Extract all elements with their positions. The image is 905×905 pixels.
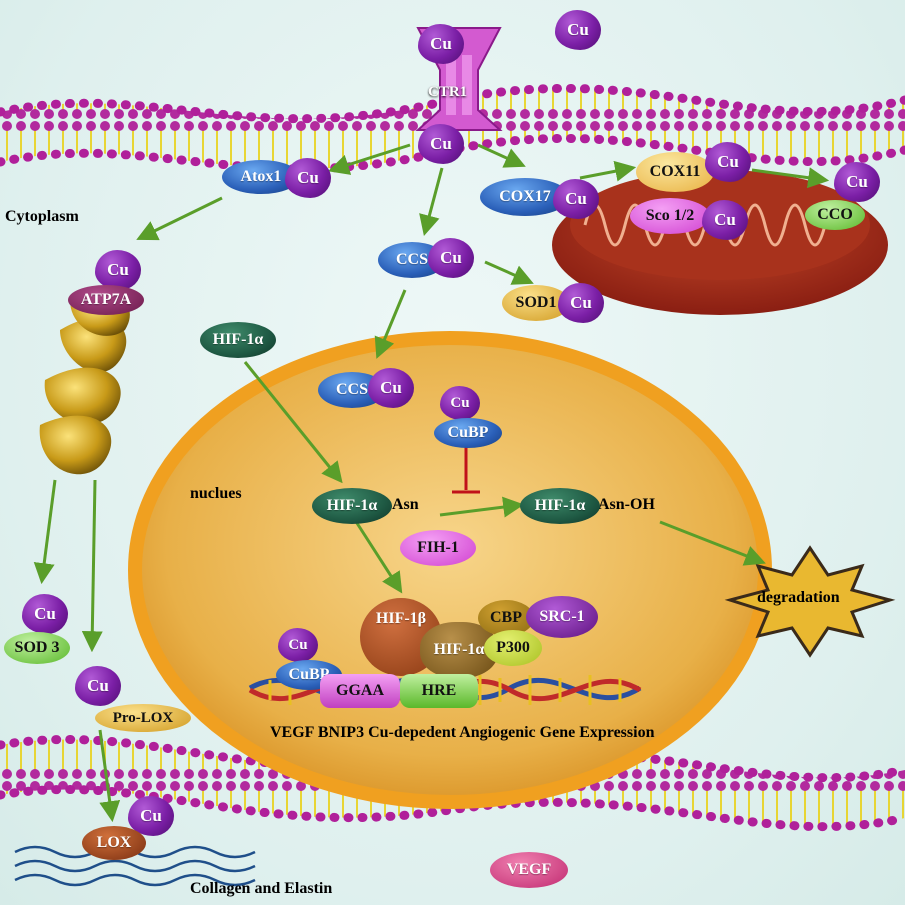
inhibition-mark xyxy=(452,445,480,494)
asn-oh-label: Asn-OH xyxy=(598,496,655,513)
cu-ccs-nucleus: Cu xyxy=(368,368,414,408)
cu-sco: Cu xyxy=(702,200,748,240)
hre-box: HRE xyxy=(400,674,478,708)
ggaa-box: GGAA xyxy=(320,674,400,708)
degradation-star xyxy=(724,545,896,658)
gene-expression-label: VEGF BNIP3 Cu-depedent Angiogenic Gene E… xyxy=(270,724,655,741)
asn-label: Asn xyxy=(392,496,419,513)
cubp-node: CuBP xyxy=(434,418,502,448)
cu-extracellular: Cu xyxy=(555,10,601,50)
cu-ccs: Cu xyxy=(428,238,474,278)
ctr1-label: CTR1 xyxy=(428,84,468,100)
fih1-node: FIH-1 xyxy=(400,530,476,566)
hif1a-cytoplasm: HIF-1α xyxy=(200,322,276,358)
src1-node: SRC-1 xyxy=(526,596,598,638)
cu-atp7a: Cu xyxy=(95,250,141,290)
cu-cytoplasm: Cu xyxy=(418,124,464,164)
cytoplasm-label: Cytoplasm xyxy=(5,208,79,225)
cu-cubp: Cu xyxy=(440,386,480,420)
cco-node: CCO xyxy=(805,200,865,230)
cu-cox11: Cu xyxy=(705,142,751,182)
cu-cco: Cu xyxy=(834,162,880,202)
vegf-node: VEGF xyxy=(490,852,568,888)
prolox-node: Pro-LOX xyxy=(95,704,191,732)
hif1a-asn: HIF-1α xyxy=(312,488,392,524)
collagen-label: Collagen and Elastin xyxy=(190,880,333,897)
cu-atox1: Cu xyxy=(285,158,331,198)
nucleus-label: nuclues xyxy=(190,485,242,502)
cu-sod3: Cu xyxy=(22,594,68,634)
cu-sod1: Cu xyxy=(558,283,604,323)
lox-node: LOX xyxy=(82,826,146,860)
cox17-node: COX17 xyxy=(480,178,570,216)
cu-cubp-dna: Cu xyxy=(278,628,318,662)
p300-node: P300 xyxy=(484,630,542,666)
cu-lox: Cu xyxy=(128,796,174,836)
pathway-arrows xyxy=(33,143,830,823)
cu-cox17: Cu xyxy=(553,179,599,219)
cox11-node: COX11 xyxy=(636,152,714,192)
degradation-label: degradation xyxy=(757,589,840,606)
sod3-node: SOD 3 xyxy=(4,632,70,664)
atp7a-node: ATP7A xyxy=(68,285,144,315)
cu-prolox: Cu xyxy=(75,666,121,706)
sco-node: Sco 1/2 xyxy=(630,198,710,234)
hif1a-asn-oh: HIF-1α xyxy=(520,488,600,524)
cu-ctr1: Cu xyxy=(418,24,464,64)
golgi-apparatus xyxy=(39,294,130,475)
